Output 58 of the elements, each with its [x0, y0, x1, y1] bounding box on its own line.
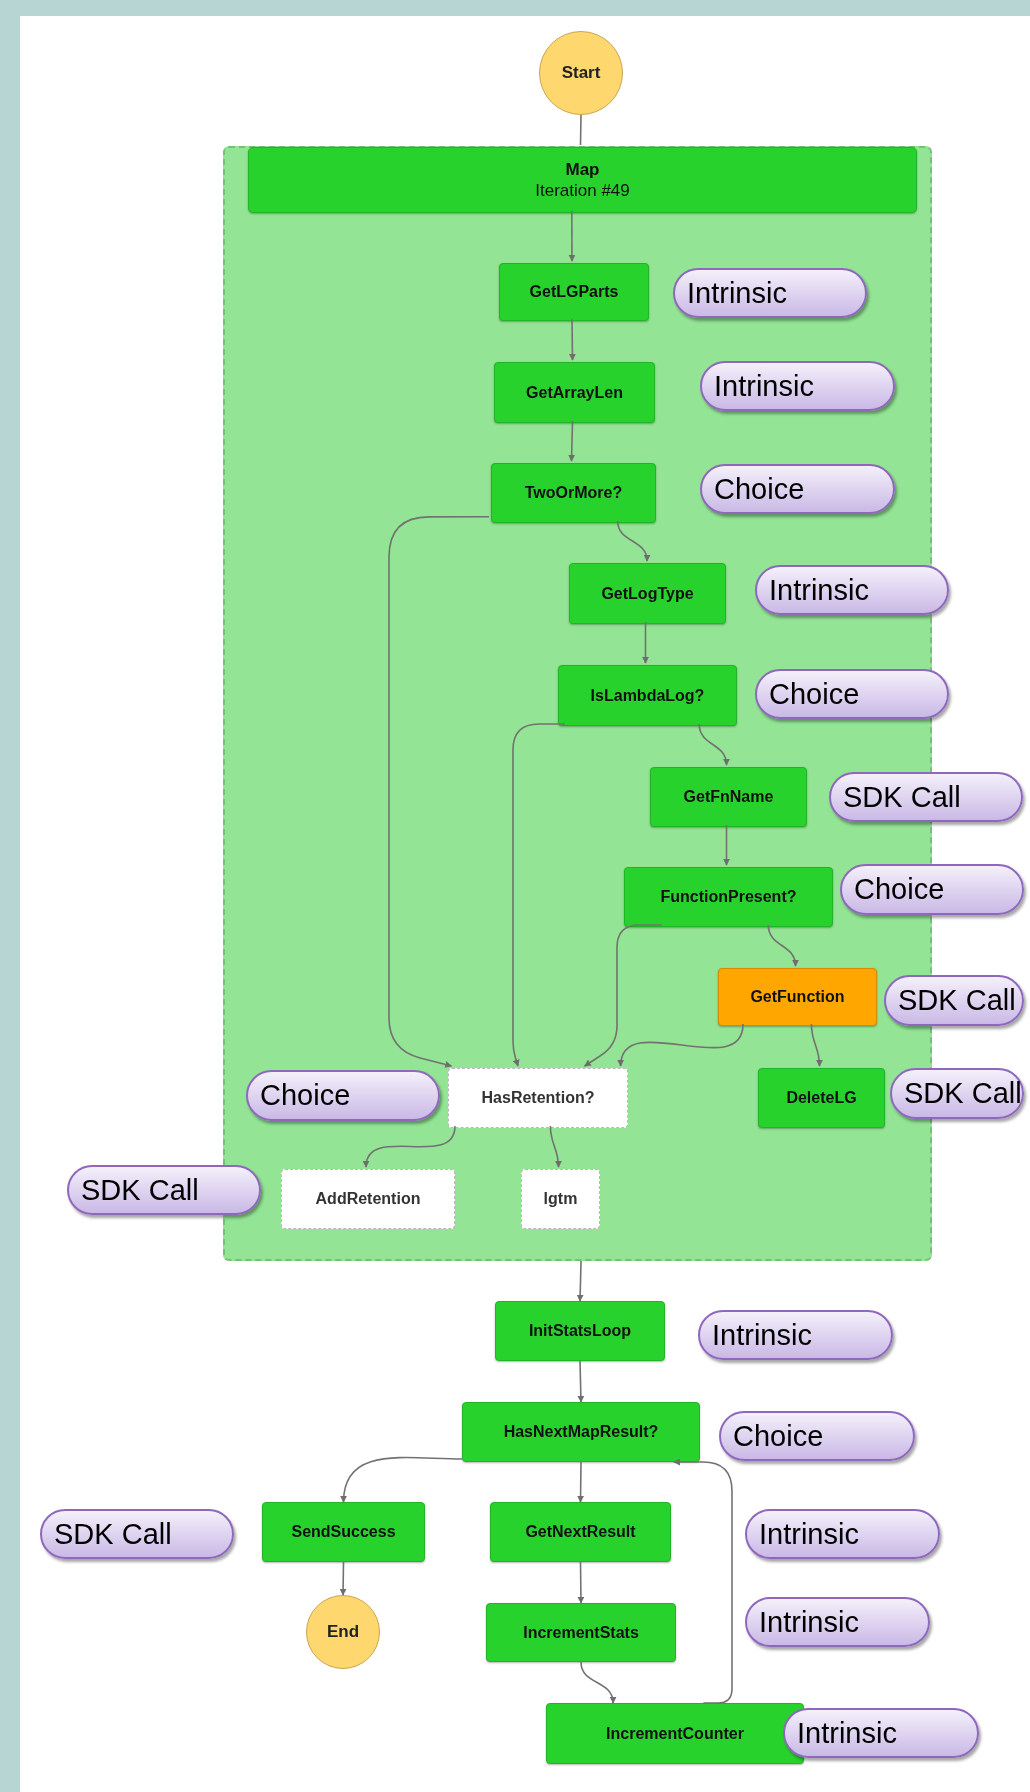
arrow [583, 924, 663, 1067]
arrow [576, 1260, 584, 1302]
type-pill: Intrinsic [745, 1509, 940, 1559]
arrow [723, 824, 730, 866]
state-box: HasRetention? [448, 1068, 628, 1128]
type-pill: Intrinsic [673, 268, 867, 318]
type-pill: Choice [700, 464, 895, 514]
type-pill: Choice [755, 669, 949, 719]
arrow [549, 1125, 562, 1168]
arrow [568, 420, 576, 462]
state-box: GetNextResult [490, 1502, 671, 1562]
state-box: IncrementStats [486, 1603, 676, 1662]
state-box: IsLambdaLog? [558, 665, 737, 726]
arrow [568, 318, 576, 361]
type-pill: Intrinsic [755, 565, 949, 615]
type-pill: Intrinsic [745, 1597, 930, 1647]
state-box: InitStatsLoop [495, 1301, 665, 1361]
type-pill: SDK Call [829, 772, 1023, 822]
arrow [388, 516, 490, 1068]
arrow [577, 1561, 585, 1604]
type-pill: Choice [719, 1411, 915, 1461]
state-box: GetFnName [650, 767, 807, 827]
type-pill: Choice [246, 1070, 440, 1121]
type-pill: SDK Call [40, 1509, 234, 1559]
state-box: GetLGParts [499, 263, 649, 321]
type-pill: Choice [840, 864, 1024, 915]
type-pill: SDK Call [890, 1068, 1024, 1119]
map-header-bar: Map Iteration #49 [248, 147, 917, 213]
state-box: FunctionPresent? [624, 867, 833, 927]
state-box: SendSuccess [262, 1502, 425, 1562]
arrow [616, 520, 650, 562]
arrow [618, 1023, 744, 1067]
arrow [642, 621, 649, 664]
type-pill: Intrinsic [700, 361, 895, 411]
state-box: lgtm [521, 1169, 600, 1229]
state-box: GetLogType [569, 563, 726, 624]
arrow [363, 1125, 456, 1168]
state-box: DeleteLG [758, 1068, 885, 1128]
state-box: AddRetention [281, 1169, 455, 1229]
arrow [577, 1461, 585, 1503]
type-pill: Intrinsic [698, 1310, 893, 1360]
type-pill: SDK Call [67, 1165, 261, 1215]
type-pill: SDK Call [884, 975, 1024, 1026]
arrow [340, 1456, 463, 1503]
type-pill: Intrinsic [783, 1708, 979, 1758]
arrow [810, 1023, 823, 1067]
state-box: HasNextMapResult? [462, 1402, 700, 1462]
arrow [568, 210, 576, 262]
state-box: GetFunction [718, 968, 877, 1026]
state-box: GetArrayLen [494, 362, 655, 423]
arrow [512, 723, 566, 1067]
arrow [698, 723, 730, 766]
arrow [577, 1360, 585, 1403]
arrow [339, 1561, 347, 1596]
arrow [767, 924, 799, 967]
arrow [673, 1458, 733, 1704]
arrow [580, 1661, 616, 1704]
state-box: TwoOrMore? [491, 463, 656, 523]
